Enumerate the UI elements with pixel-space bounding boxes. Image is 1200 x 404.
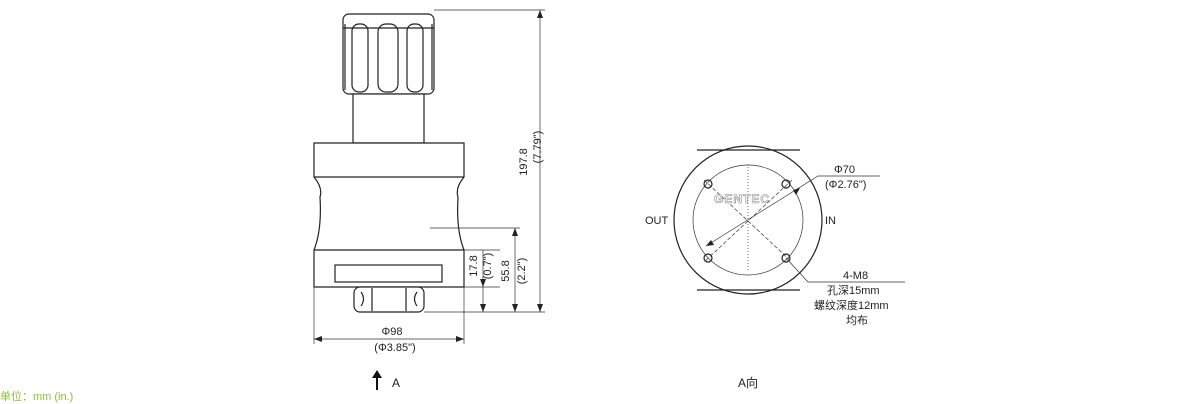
dim-bolt-circle-mm: Φ70	[834, 164, 855, 176]
label-in: IN	[825, 215, 836, 227]
hex-nut	[353, 286, 425, 313]
dim-diameter-in: (Φ3.85")	[374, 342, 415, 354]
diameter-dimension	[313, 287, 465, 344]
hole-depth: 孔深15mm	[827, 284, 880, 297]
stem	[352, 93, 425, 144]
view-arrow-label: A	[392, 376, 400, 390]
distribution: 均布	[846, 314, 868, 327]
dim-port-height-mm: 55.8	[500, 260, 512, 281]
dim-height-mm: 197.8	[518, 148, 530, 176]
label-out: OUT	[645, 215, 669, 227]
height-dimension	[424, 9, 545, 313]
dim-diameter-mm: Φ98	[381, 326, 402, 338]
bolt-holes	[703, 179, 791, 263]
units-label: 单位：mm (in.)	[0, 391, 74, 403]
dim-base-in: (0.7")	[482, 253, 494, 280]
port-height-dimension	[512, 228, 518, 312]
adjustment-knob	[342, 13, 435, 95]
dim-base-mm: 17.8	[468, 255, 480, 276]
regulator-body	[313, 142, 465, 288]
thread-depth: 螺纹深度12mm	[814, 298, 889, 312]
dim-height-in: (7.79")	[532, 131, 544, 164]
dim-bolt-circle-in: (Φ2.76")	[825, 179, 866, 191]
base-dimension	[464, 249, 500, 312]
thread-spec: 4-M8	[843, 270, 868, 282]
front-view: 197.8 (7.79") 55.8 (2.2") 17.8	[313, 9, 545, 390]
bottom-view: GENTEC OUT IN Φ70 (Φ2.76") 4-M8 孔深15mm 螺…	[645, 145, 905, 390]
dim-port-height-in: (2.2")	[516, 258, 528, 285]
bottom-view-title: A向	[738, 375, 758, 390]
outer-circle	[673, 145, 823, 295]
view-arrow-icon	[372, 370, 382, 390]
logo-watermark: GENTEC	[714, 192, 770, 206]
